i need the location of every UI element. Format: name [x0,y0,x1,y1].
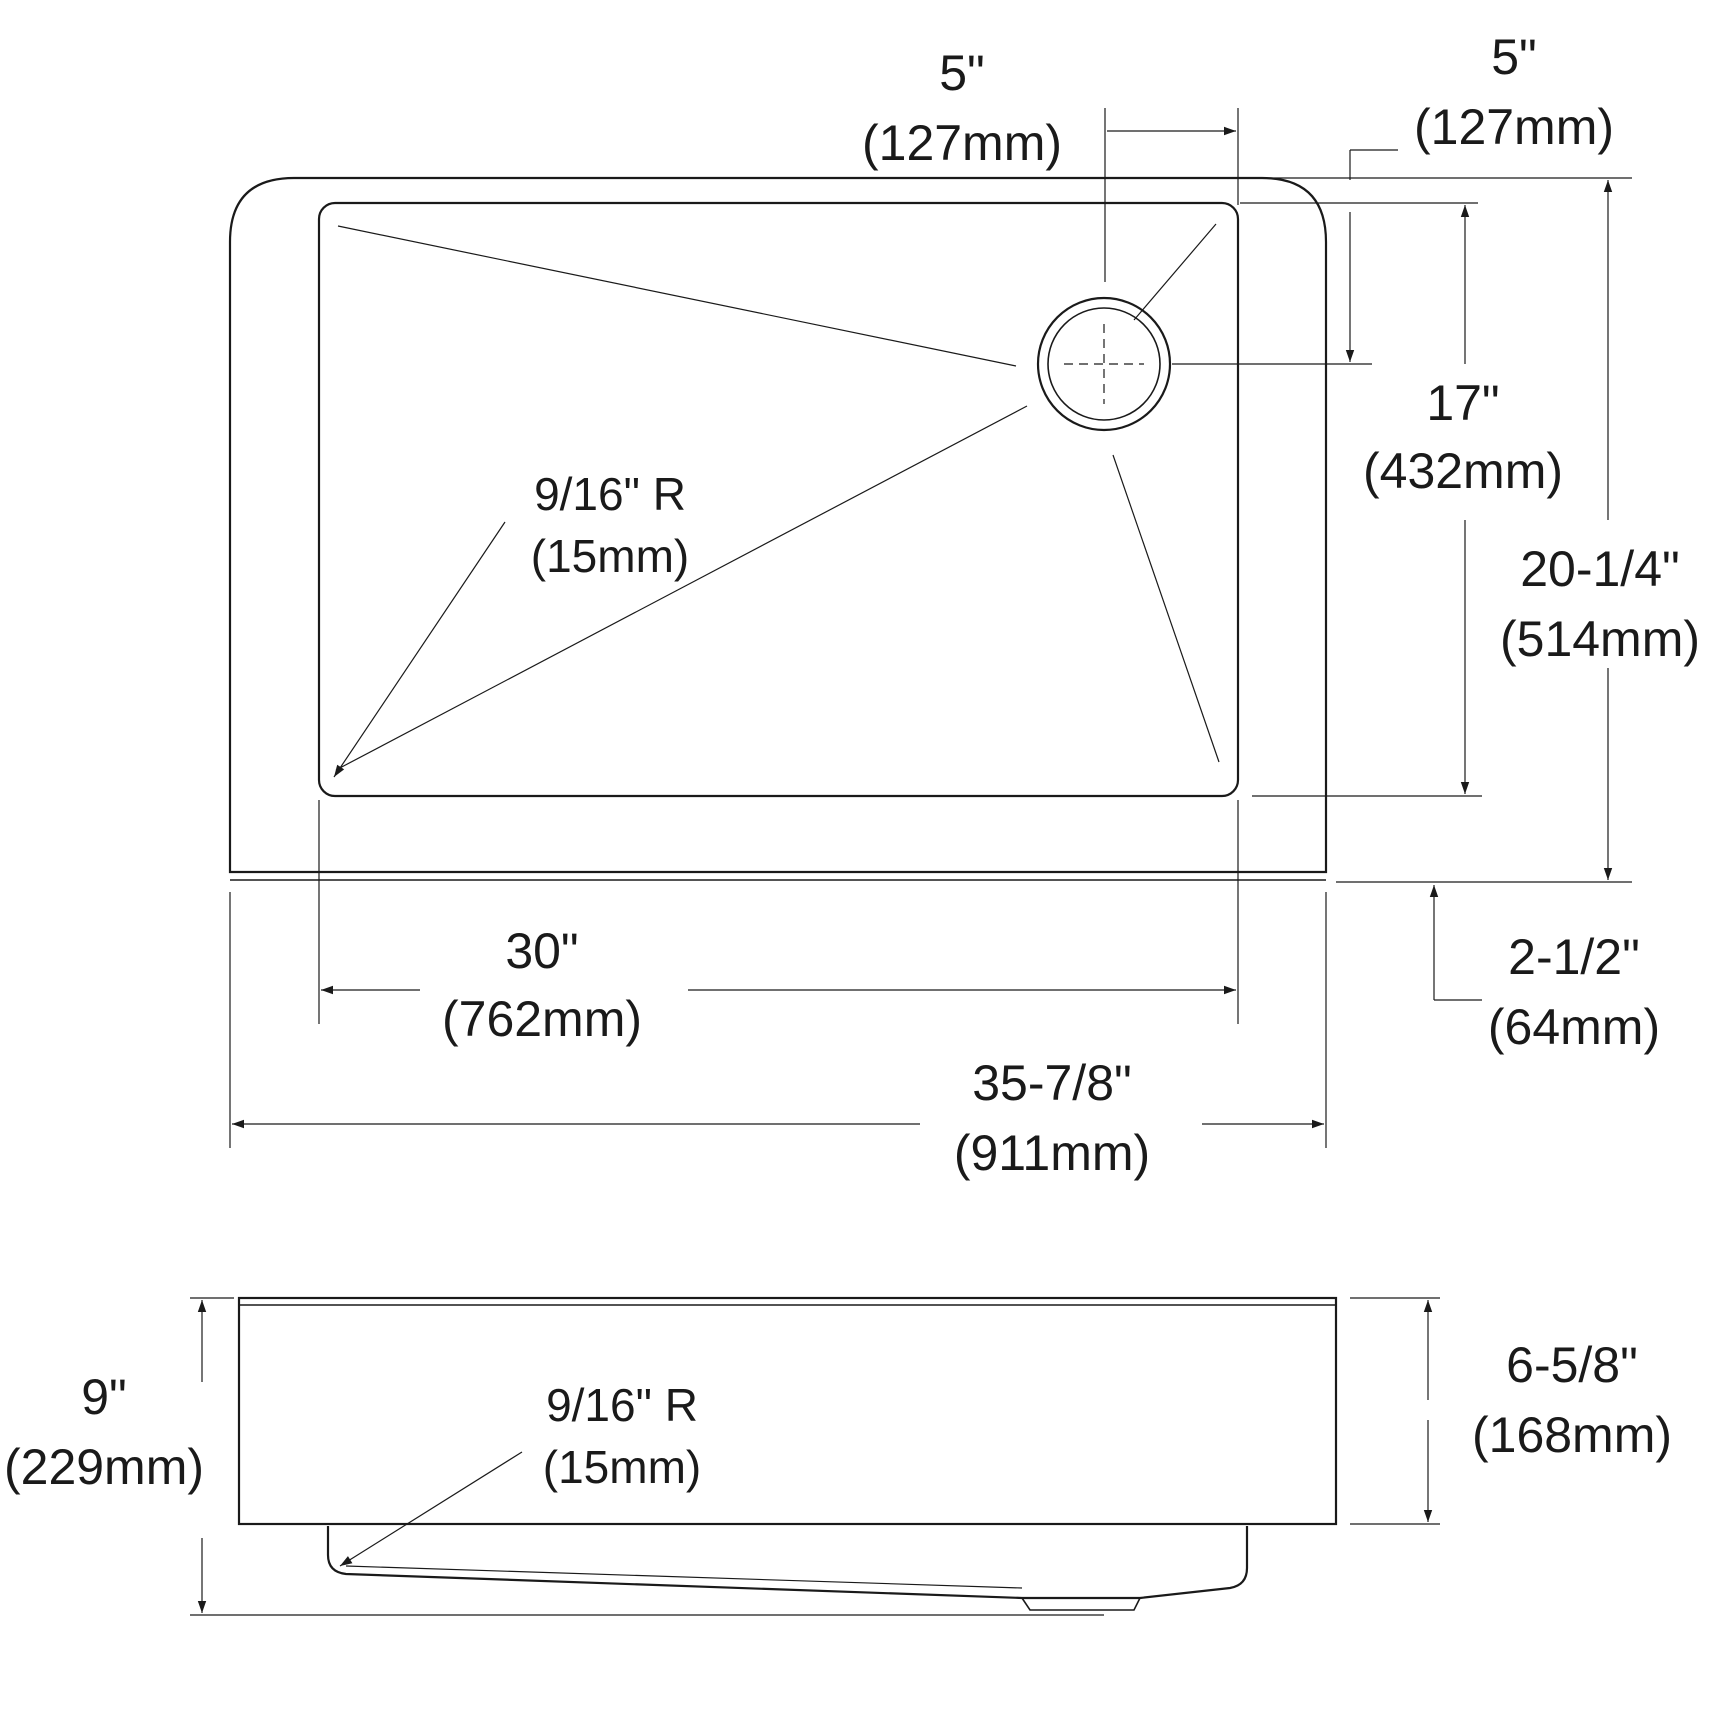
overall-width-imperial: 35-7/8" [972,1055,1132,1111]
drain-offset-right-imperial: 5" [1491,29,1537,85]
sink-outline [228,176,1328,874]
dim-apron-height [1350,1297,1440,1525]
dim-overall-depth [1336,180,1632,883]
overall-height-imperial: 9" [81,1369,127,1425]
front-corner-radius-leader [339,1451,523,1567]
drain-offset-top-metric: (127mm) [862,115,1062,171]
bowl-outline [317,201,1240,798]
front-corner-radius-metric: (15mm) [543,1441,701,1493]
drain [1036,296,1172,432]
apron-metric: (64mm) [1488,999,1660,1055]
overall-depth-imperial: 20-1/4" [1520,541,1680,597]
overall-height-metric: (229mm) [4,1439,204,1495]
bowl-width-metric: (762mm) [442,991,642,1047]
dim-drain-offset-top [1104,108,1239,282]
bowl-width-imperial: 30" [505,923,578,979]
apron-imperial: 2-1/2" [1508,929,1640,985]
corner-radius-leader [333,521,506,778]
apron-height-metric: (168mm) [1472,1407,1672,1463]
front-corner-radius-imperial: 9/16" R [546,1379,698,1431]
dim-overall-width [229,892,1327,1148]
dim-apron [1429,885,1482,1001]
dim-overall-height [190,1297,1104,1616]
overall-depth-metric: (514mm) [1500,611,1700,667]
corner-radius-metric: (15mm) [531,530,689,582]
slope-lines [335,223,1220,771]
drain-offset-right-metric: (127mm) [1414,99,1614,155]
bowl-depth-metric: (432mm) [1363,443,1563,499]
front-view: 9" (229mm) 9/16" R (15mm) 6-5/8" (168mm) [4,1296,1672,1616]
dim-drain-offset-right [1172,149,1632,365]
drain-offset-top-imperial: 5" [939,45,985,101]
dim-bowl-width [318,800,1239,1024]
bowl-profile-inner [345,1565,1023,1589]
dim-bowl-depth [1252,205,1482,797]
bowl-depth-imperial: 17" [1426,375,1499,431]
apron-height-imperial: 6-5/8" [1506,1337,1638,1393]
corner-radius-imperial: 9/16" R [534,468,686,520]
apron-outline [237,1296,1338,1526]
bowl-profile [326,1526,1249,1600]
top-view: 5" (127mm) 5" (127mm) 17" (432mm) 20-1/4… [228,29,1700,1181]
overall-width-metric: (911mm) [954,1125,1150,1181]
drain-outlet [1021,1597,1141,1611]
